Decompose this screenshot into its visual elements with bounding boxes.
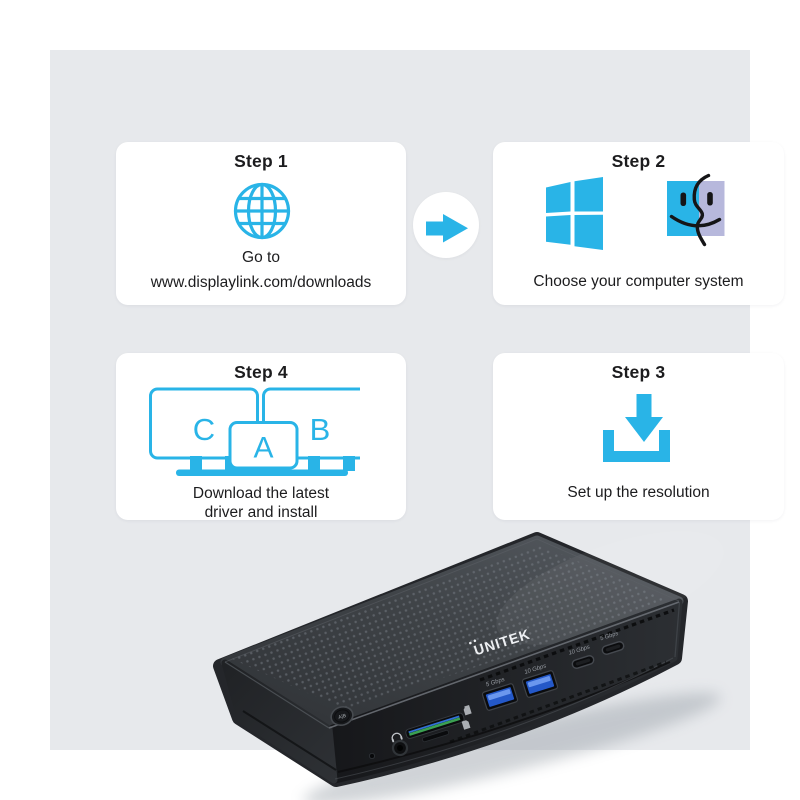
download-icon (603, 394, 670, 462)
dock-left-face (221, 659, 338, 784)
step-4-title: Step 4 (234, 362, 288, 382)
vent-row-bottom (449, 660, 667, 744)
step-4-caption-line2: driver and install (204, 504, 318, 521)
front-top-edge (328, 601, 680, 729)
sd-icon (461, 720, 471, 730)
display-a (228, 421, 299, 470)
usb-a-port-2: 10 Gbps (521, 663, 559, 698)
step-1-title: Step 1 (234, 151, 288, 171)
monitor-base (176, 469, 348, 476)
ab-mode-button: A|B (330, 706, 354, 726)
dock-front-face (326, 598, 683, 784)
logo-dot (473, 639, 477, 643)
step-card-3: Step 3 Set up the resolution (493, 353, 784, 520)
headphone-icon (391, 732, 402, 740)
step-2-caption: Choose your computer system (533, 273, 744, 290)
step-card-2: Step 2 Choose your computer system (493, 142, 784, 305)
audio-jack-port (391, 732, 409, 757)
os-icons (546, 173, 725, 250)
left-top-edge (224, 661, 330, 729)
step-1-line1: Go to (242, 249, 280, 266)
finder-face-icon (667, 173, 725, 247)
vent-row-top (479, 608, 675, 682)
usb-c-port-2: 5 Gbps (600, 631, 625, 655)
right-edge (674, 601, 681, 658)
microsd-slot (422, 729, 449, 743)
usb-c-1-label: 10 Gbps (568, 644, 591, 656)
triple-display-icon: C B A (149, 387, 360, 476)
front-groove (337, 661, 671, 773)
windows-logo-icon (546, 177, 603, 250)
step-3-title: Step 3 (611, 362, 666, 382)
pinhole-ring (368, 752, 376, 760)
usb-c-2-label: 5 Gbps (600, 631, 620, 642)
top-sheen (496, 531, 724, 645)
left-groove (242, 710, 337, 771)
step-card-1: Step 1 Go to www.displaylink.com/downloa… (116, 142, 406, 305)
dock-top-texture (230, 544, 674, 710)
step-card-4: Step 4 C B A Download the latest (116, 353, 406, 521)
step-1-url: www.displaylink.com/downloads (150, 274, 372, 291)
usb-a-2-label: 10 Gbps (524, 663, 547, 676)
dock-shadow (303, 692, 721, 800)
display-label-b: B (310, 412, 331, 447)
display-label-a: A (253, 432, 273, 465)
dock-body (213, 532, 688, 787)
globe-icon (233, 182, 291, 240)
brand-logo: UNITEK (469, 626, 532, 659)
step-2-title: Step 2 (611, 151, 666, 171)
display-label-c: C (193, 412, 215, 447)
usb-a-port-1: 5 Gbps (481, 677, 519, 711)
right-arrow-icon (426, 214, 468, 243)
pinhole-led (370, 754, 374, 758)
instructions-panel: UNITEK A|B (50, 50, 784, 800)
usb-a-1-label: 5 Gbps (485, 677, 505, 689)
usb-c-port-1: 10 Gbps (568, 644, 595, 669)
dock-top-face (220, 535, 684, 733)
back-edge (224, 538, 680, 663)
logo-dot (469, 641, 472, 645)
step-4-caption-line1: Download the latest (192, 485, 330, 502)
sd-card-slot (405, 712, 465, 743)
microsd-icon (463, 704, 472, 716)
step-3-caption: Set up the resolution (567, 484, 710, 501)
brand-logo-text: UNITEK (472, 626, 532, 659)
next-step-connector (413, 192, 479, 258)
ab-button-label: A|B (338, 713, 348, 721)
bottom-rim (334, 657, 674, 780)
